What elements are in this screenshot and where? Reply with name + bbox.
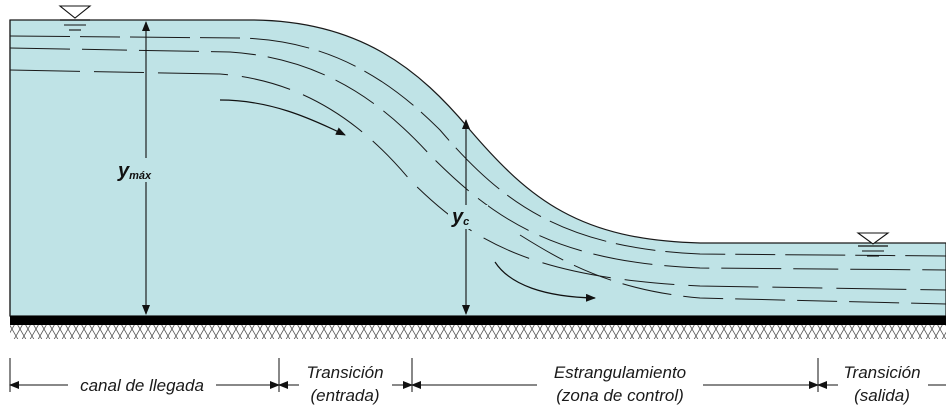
section-estrangulamiento-sub: (zona de control)	[556, 386, 684, 405]
streamline-4	[519, 234, 946, 305]
section-labels: canal de llegada Transición (entrada) Es…	[80, 363, 920, 405]
free-surface-symbol-upstream	[58, 5, 92, 31]
channel-bed	[10, 316, 946, 325]
streamline-2	[9, 47, 946, 271]
streamline-3	[9, 69, 946, 291]
free-surface-symbol-downstream	[856, 232, 890, 257]
section-dimensions	[9, 358, 946, 392]
svg-text:ymáx: ymáx	[117, 160, 152, 182]
y-max-dimension: ymáx	[108, 21, 168, 315]
water-body	[9, 19, 946, 317]
section-estrangulamiento-title: Estrangulamiento	[554, 363, 686, 382]
y-c-dimension: yc	[448, 119, 488, 315]
y-max-subscript: máx	[129, 170, 152, 182]
svg-text:yc: yc	[451, 206, 469, 228]
section-transicion-salida-sub: (salida)	[854, 386, 910, 405]
section-canal-llegada: canal de llegada	[80, 376, 204, 395]
y-c-subscript: c	[463, 216, 469, 228]
streamlines	[9, 35, 946, 305]
section-transicion-entrada-sub: (entrada)	[311, 386, 380, 405]
section-transicion-salida-title: Transición	[843, 363, 920, 382]
flow-arrow-downstream	[494, 261, 596, 302]
y-max-label: y	[117, 160, 130, 182]
soil-hatch	[10, 325, 946, 339]
streamline-1	[9, 35, 946, 257]
flow-arrow-upstream	[219, 99, 346, 136]
section-transicion-entrada-title: Transición	[306, 363, 383, 382]
y-c-label: y	[451, 206, 464, 228]
